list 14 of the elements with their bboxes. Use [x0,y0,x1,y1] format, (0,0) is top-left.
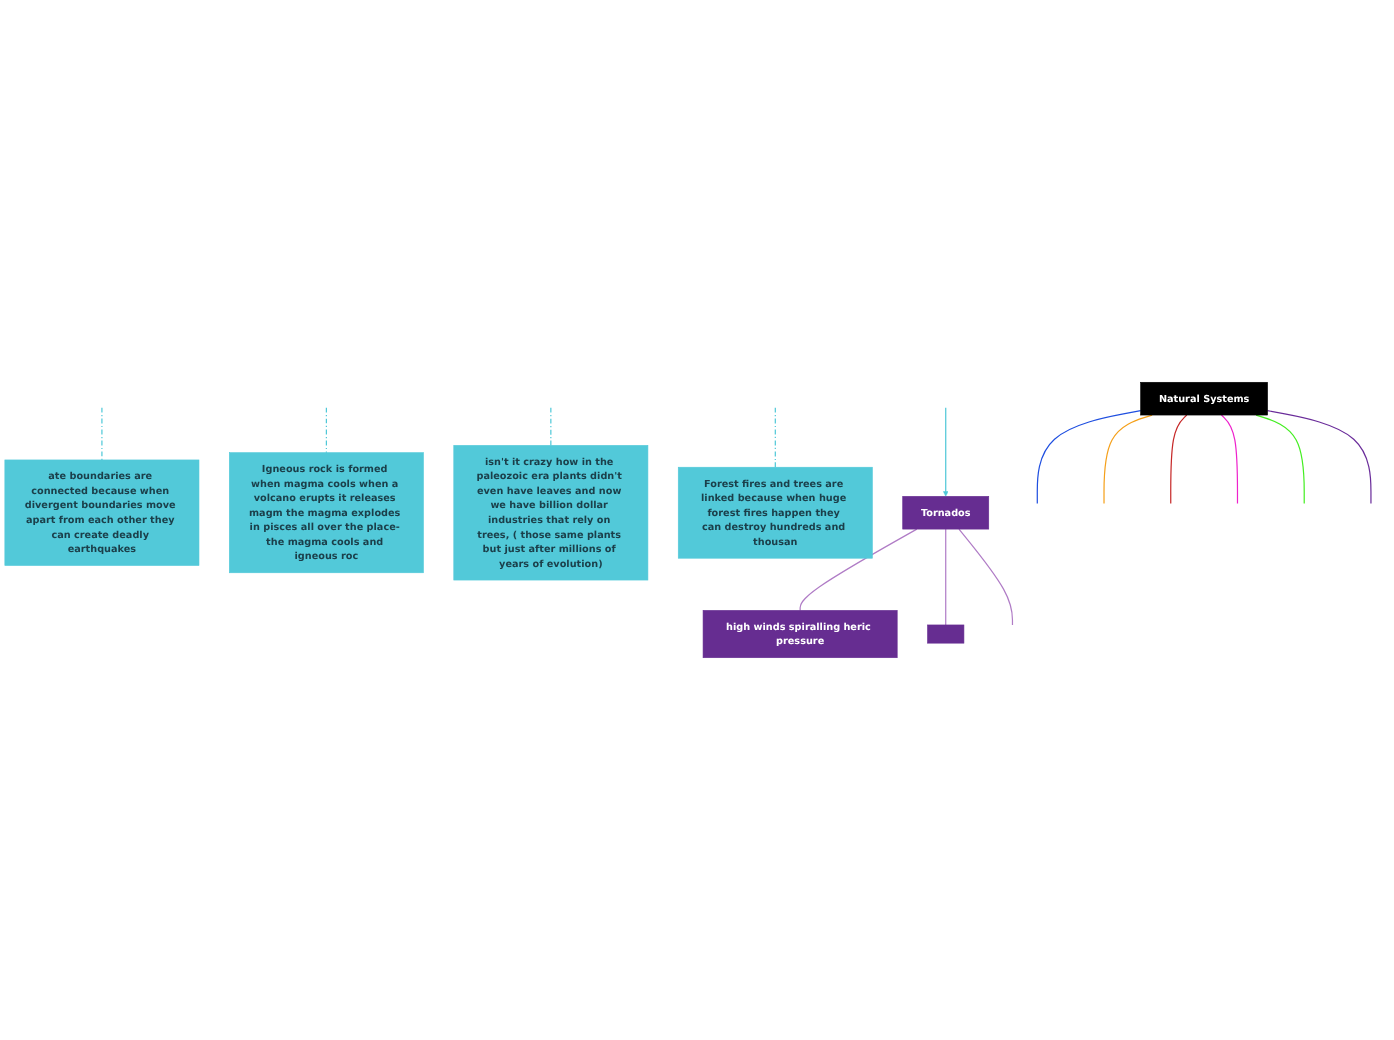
connector-line [1266,410,1372,505]
connector-line [945,528,947,626]
connector-line [799,528,918,611]
connector-line [1103,414,1153,505]
connector-line [943,407,949,497]
dashed-connector [325,407,327,454]
connector-line [1220,414,1239,505]
connector-line [1170,414,1188,505]
connector-line [1036,410,1142,505]
node-box [927,624,965,644]
connector-line [958,528,1014,626]
dashed-connector [101,407,103,461]
dashed-connector [550,407,552,446]
connector-line [1255,414,1305,505]
